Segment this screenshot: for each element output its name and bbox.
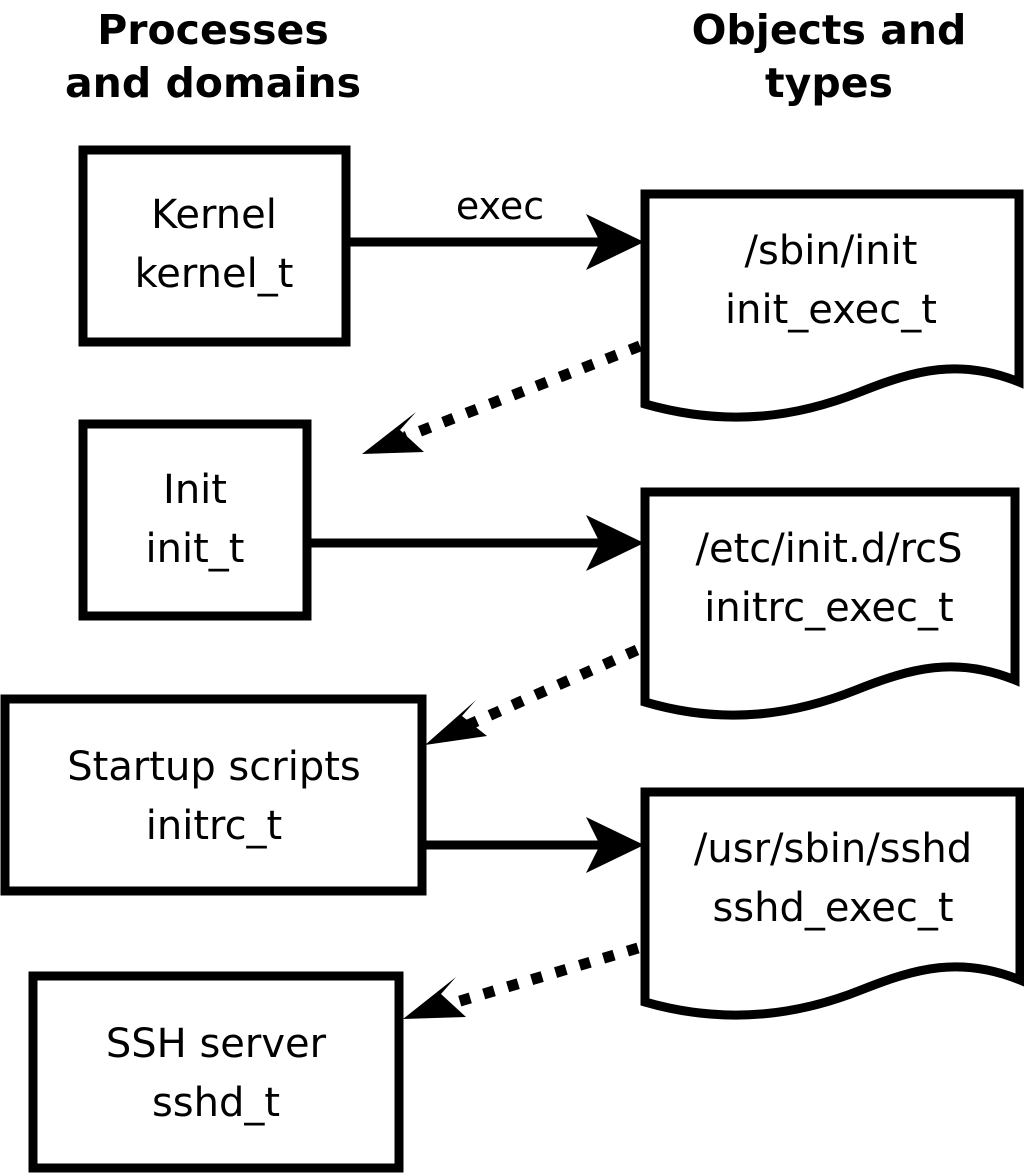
column-header-processes: Processes and domains (65, 6, 361, 107)
arrow-head-left (362, 412, 424, 454)
node-shape-document[interactable] (640, 487, 1020, 720)
edge-initrc-exec-transition-initrc (425, 644, 640, 745)
edge-line (448, 942, 640, 1010)
node-init-line1: Init (163, 467, 227, 513)
edge-sshd-exec-transition-sshd (403, 942, 640, 1019)
node-ssh-server[interactable]: SSH server sshd_t (28, 971, 404, 1173)
node-init-line2: init_t (146, 526, 245, 572)
header-objects-line1: Objects and (692, 6, 967, 54)
arrow-head-right (586, 515, 644, 571)
node-shape[interactable] (28, 971, 404, 1173)
node-startup-scripts-line2: initrc_t (146, 803, 283, 849)
arrow-head-left (403, 977, 466, 1019)
arrow-head-right (586, 214, 644, 270)
node-init-exec-line2: init_exec_t (725, 287, 937, 333)
node-startup-scripts[interactable]: Startup scripts initrc_t (0, 694, 427, 896)
node-kernel-line2: kernel_t (135, 251, 294, 297)
node-init-exec-line1: /sbin/init (745, 228, 918, 274)
node-shape-document[interactable] (640, 189, 1024, 422)
node-shape[interactable] (0, 694, 427, 896)
node-initrc-exec[interactable]: /etc/init.d/rcS initrc_exec_t (640, 487, 1020, 720)
node-sshd-exec[interactable]: /usr/sbin/sshd sshd_exec_t (640, 787, 1024, 1020)
arrow-head-left (425, 700, 487, 745)
edge-initrc-exec-sshd (425, 817, 644, 873)
node-ssh-server-line2: sshd_t (152, 1080, 280, 1126)
column-header-objects: Objects and types (692, 6, 967, 107)
edge-init-exec-transition-init (362, 340, 642, 454)
node-ssh-server-line1: SSH server (106, 1021, 327, 1067)
node-initrc-exec-line2: initrc_exec_t (704, 585, 953, 631)
edge-init-exec-initrc (310, 515, 644, 571)
node-shape-document[interactable] (640, 787, 1024, 1020)
edge-kernel-exec-init: exec (350, 184, 644, 270)
edge-line (465, 644, 640, 731)
node-shape[interactable] (78, 145, 351, 347)
node-startup-scripts-line1: Startup scripts (67, 744, 360, 790)
node-init-exec[interactable]: /sbin/init init_exec_t (640, 189, 1024, 422)
node-shape[interactable] (78, 419, 312, 621)
edge-label-exec: exec (456, 184, 544, 228)
header-objects-line2: types (765, 59, 893, 107)
node-kernel[interactable]: Kernel kernel_t (78, 145, 351, 347)
node-sshd-exec-line2: sshd_exec_t (712, 885, 953, 931)
edge-line (403, 340, 642, 443)
arrow-head-right (586, 817, 644, 873)
node-init[interactable]: Init init_t (78, 419, 312, 621)
node-sshd-exec-line1: /usr/sbin/sshd (694, 826, 972, 872)
node-kernel-line1: Kernel (151, 192, 277, 238)
node-initrc-exec-line1: /etc/init.d/rcS (695, 526, 962, 572)
header-processes-line1: Processes (97, 6, 329, 54)
header-processes-line2: and domains (65, 59, 361, 107)
